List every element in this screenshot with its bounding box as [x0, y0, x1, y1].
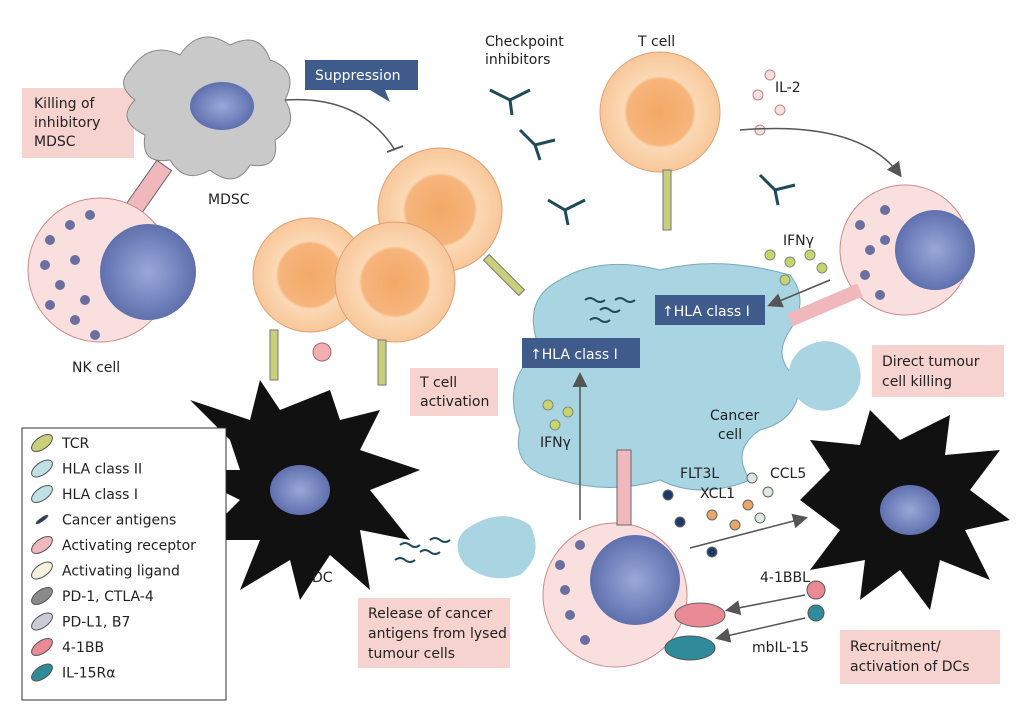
legend-label: PD-L1, B7: [62, 615, 130, 631]
flt3l-label: FLT3L: [680, 466, 719, 482]
nk-cell-right: [839, 184, 975, 316]
hla-up-left-label: ↑HLA class I: [522, 338, 640, 368]
ifng-dots-right: [764, 249, 828, 286]
ifng-dots-left: [542, 399, 574, 431]
tcr-receptors: [269, 169, 672, 386]
recruitment-label: Recruitment/activation of DCs: [840, 630, 1000, 684]
antibody-icons: [489, 88, 796, 226]
svg-text:↑HLA class I: ↑HLA class I: [662, 304, 750, 320]
legend-label: HLA class I: [62, 487, 138, 503]
legend-item: PD-1, CTLA-4: [31, 587, 154, 605]
legend-item: HLA class II: [31, 459, 142, 478]
xcl1-label: XCL1: [700, 486, 735, 502]
svg-text:↑HLA class I: ↑HLA class I: [530, 347, 618, 363]
nk-cell-bottom: [542, 522, 726, 668]
nk-cell-left: [27, 197, 196, 343]
4-1bb-icon: [31, 638, 53, 656]
activating-ligand-icon: [31, 561, 53, 580]
legend-item: HLA class I: [31, 485, 138, 503]
legend-label: Cancer antigens: [62, 513, 176, 529]
legend-label: Activating ligand: [62, 564, 180, 580]
ifng-left-label: IFNγ: [540, 435, 571, 451]
tcr-icon: [31, 434, 53, 452]
legend-label: TCR: [61, 436, 90, 452]
suppression-arrow: [284, 98, 396, 151]
legend-label: Activating receptor: [62, 538, 196, 554]
legend-item: Activating receptor: [31, 536, 196, 554]
legend-item: Cancer antigens: [35, 513, 176, 529]
lysed-cell-fragment: [788, 341, 861, 411]
t-cell-3: [334, 221, 456, 343]
suppression-label: Suppression: [305, 60, 418, 102]
chemokine-dots: [662, 472, 774, 558]
hla-class-i-icon: [31, 485, 53, 503]
ccl5-label: CCL5: [770, 466, 806, 482]
legend-label: IL-15Rα: [62, 666, 116, 682]
dc-left-label: DC: [312, 570, 333, 586]
legend-item: TCR: [31, 434, 90, 452]
il2-dots: [752, 69, 786, 136]
t-cell-top: [599, 51, 721, 173]
t-cell-label: T cell: [637, 34, 675, 50]
legend-label: 4-1BB: [62, 640, 104, 656]
ifng-right-label: IFNγ: [783, 233, 814, 249]
legend-label: PD-1, CTLA-4: [62, 589, 154, 605]
il2-label: IL-2: [775, 80, 801, 96]
legend-label: HLA class II: [62, 462, 142, 478]
svg-text:Recruitment/activation of DCs: Recruitment/activation of DCs: [850, 639, 970, 675]
antigen-icon: [35, 514, 49, 525]
nk-cell-label: NK cell: [72, 360, 120, 376]
mdsc-cell: [123, 36, 292, 180]
4-1bbl-label: 4-1BBL: [760, 570, 810, 586]
activating-receptor-icon: [31, 536, 53, 554]
pd1-icon: [31, 587, 53, 605]
il15ra-icon: [31, 663, 53, 682]
hla-up-right-label: ↑HLA class I: [655, 295, 765, 325]
mdsc-label: MDSC: [208, 192, 250, 208]
hla-class-ii-icon: [31, 459, 53, 478]
mbil15-label: mbIL-15: [752, 640, 809, 656]
legend-item: 4-1BB: [31, 638, 104, 656]
legend-item: Activating ligand: [31, 561, 180, 580]
svg-text:Suppression: Suppression: [315, 68, 401, 84]
lysed-cell-fragment: [457, 516, 536, 579]
pdl1-icon: [31, 612, 53, 631]
legend: TCR HLA class II HLA class I Cancer antigen…: [21, 427, 227, 701]
legend-item: IL-15Rα: [31, 663, 116, 682]
legend-item: PD-L1, B7: [31, 612, 130, 631]
cancer-antigens: [394, 297, 636, 563]
